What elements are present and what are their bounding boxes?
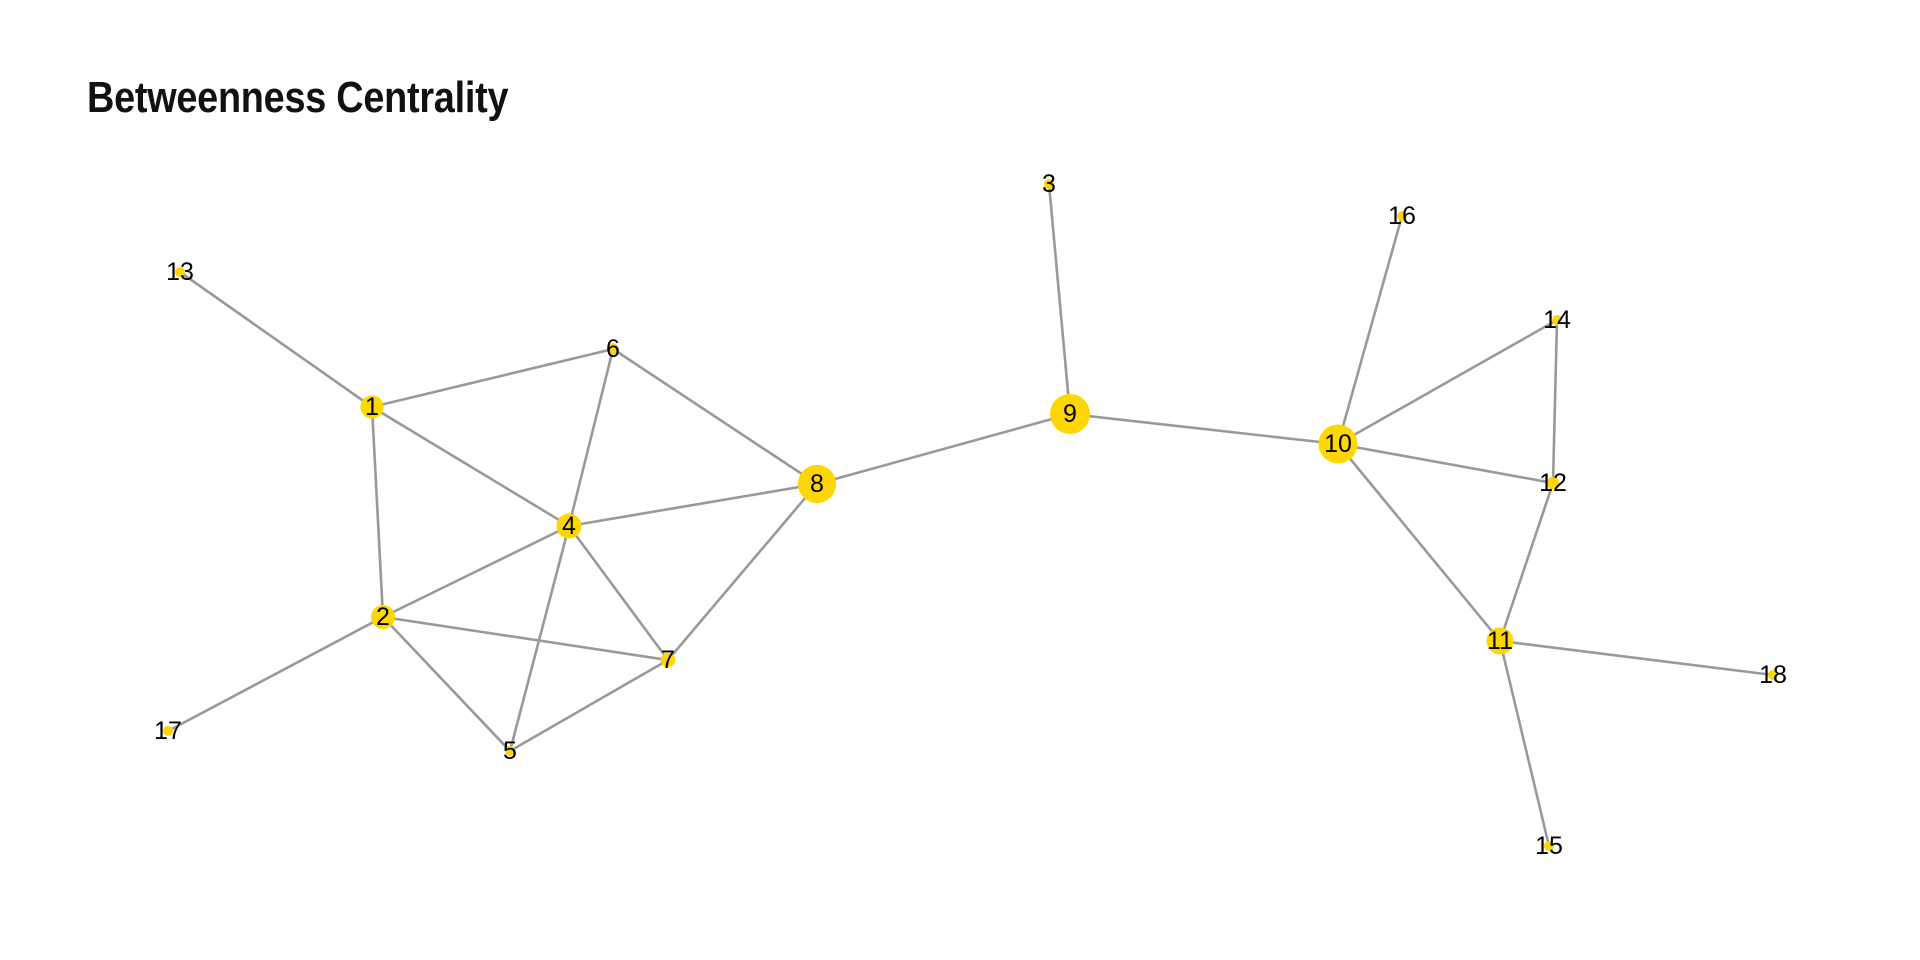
node-label-18: 18 — [1759, 661, 1787, 689]
node-circle-13 — [175, 267, 185, 277]
node-10[interactable]: 10 — [1318, 424, 1358, 464]
node-label-17: 17 — [154, 717, 182, 745]
edge-5-7 — [509, 658, 669, 753]
node-label-10: 10 — [1324, 430, 1352, 458]
node-circle-9 — [1050, 394, 1090, 434]
edge-14-12 — [1551, 319, 1559, 484]
node-6[interactable]: 6 — [606, 335, 620, 363]
node-1[interactable]: 1 — [360, 393, 384, 421]
node-label-13: 13 — [166, 258, 194, 286]
edge-1-6 — [371, 347, 614, 409]
node-circle-14 — [1552, 315, 1562, 325]
node-label-12: 12 — [1539, 469, 1567, 497]
node-16[interactable]: 16 — [1388, 202, 1416, 230]
edge-10-14 — [1337, 318, 1558, 446]
node-circle-12 — [1546, 476, 1560, 490]
node-12[interactable]: 12 — [1539, 469, 1567, 497]
node-18[interactable]: 18 — [1759, 661, 1787, 689]
node-label-14: 14 — [1543, 306, 1571, 334]
edge-2-5 — [382, 616, 511, 752]
edge-12-11 — [1498, 482, 1555, 642]
node-8[interactable]: 8 — [797, 464, 837, 504]
node-label-16: 16 — [1388, 202, 1416, 230]
node-label-8: 8 — [810, 470, 824, 498]
node-circle-2 — [371, 605, 395, 629]
node-4[interactable]: 4 — [556, 512, 582, 540]
edge-10-11 — [1336, 443, 1502, 642]
node-label-2: 2 — [376, 603, 390, 631]
node-label-3: 3 — [1042, 170, 1056, 198]
node-17[interactable]: 17 — [154, 717, 182, 745]
edge-10-12 — [1337, 442, 1554, 485]
node-14[interactable]: 14 — [1543, 306, 1571, 334]
edge-9-10 — [1069, 412, 1339, 446]
node-9[interactable]: 9 — [1050, 394, 1090, 434]
node-label-4: 4 — [562, 512, 576, 540]
graph-title: Betweenness Centrality — [87, 73, 509, 122]
node-circle-3 — [1044, 179, 1054, 189]
node-circle-5 — [505, 746, 515, 756]
node-circle-1 — [360, 395, 384, 419]
node-circle-8 — [797, 464, 837, 504]
edge-10-16 — [1336, 215, 1404, 445]
edges-layer — [167, 183, 1774, 847]
node-circle-6 — [607, 343, 619, 355]
node-circle-11 — [1486, 627, 1514, 655]
edge-2-17 — [167, 615, 384, 733]
edge-7-8 — [667, 483, 818, 661]
node-13[interactable]: 13 — [166, 258, 194, 286]
edge-1-2 — [370, 406, 385, 618]
node-circle-17 — [163, 726, 173, 736]
node-3[interactable]: 3 — [1042, 170, 1056, 198]
edge-2-7 — [382, 615, 669, 662]
edge-8-9 — [816, 412, 1071, 486]
edge-1-13 — [179, 270, 373, 409]
node-label-5: 5 — [503, 737, 517, 765]
node-label-1: 1 — [365, 393, 379, 421]
edge-4-7 — [567, 525, 670, 661]
edge-11-15 — [1498, 640, 1551, 847]
node-label-9: 9 — [1063, 400, 1077, 428]
edge-4-8 — [568, 482, 818, 528]
node-circle-18 — [1768, 670, 1778, 680]
node-11[interactable]: 11 — [1486, 627, 1514, 655]
node-circle-7 — [660, 652, 676, 668]
node-label-15: 15 — [1535, 832, 1563, 860]
node-circle-15 — [1544, 841, 1554, 851]
edge-11-18 — [1499, 639, 1774, 677]
node-circle-10 — [1318, 424, 1358, 464]
node-15[interactable]: 15 — [1535, 832, 1563, 860]
edge-1-4 — [371, 405, 570, 528]
edge-6-4 — [567, 348, 615, 527]
node-2[interactable]: 2 — [371, 603, 395, 631]
edge-3-9 — [1047, 183, 1072, 415]
node-circle-16 — [1397, 211, 1407, 221]
edge-4-2 — [382, 524, 570, 619]
edge-4-5 — [508, 525, 571, 752]
node-label-7: 7 — [661, 646, 675, 674]
node-circle-4 — [556, 513, 582, 539]
node-7[interactable]: 7 — [660, 646, 676, 674]
node-label-6: 6 — [606, 335, 620, 363]
node-label-11: 11 — [1487, 627, 1513, 655]
node-5[interactable]: 5 — [503, 737, 517, 765]
edge-6-8 — [612, 347, 818, 486]
